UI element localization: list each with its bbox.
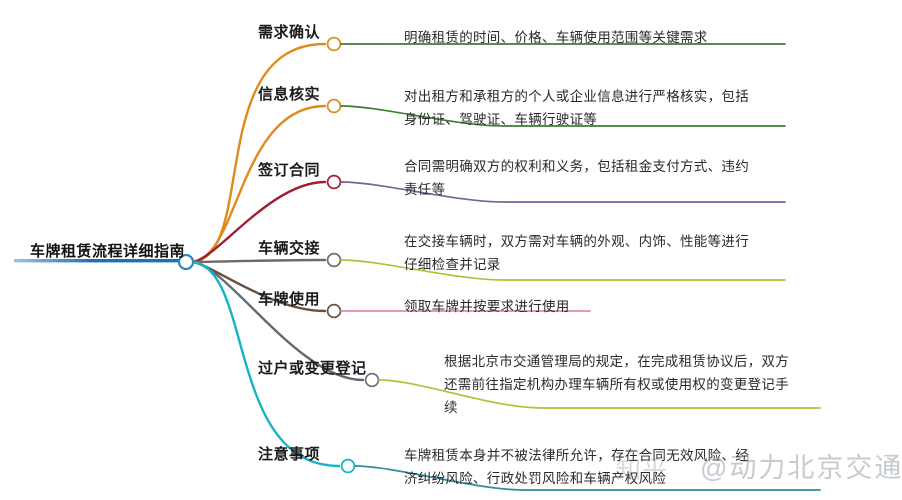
- branch-label-7[interactable]: 注意事项: [258, 446, 321, 463]
- branch-description-6: 根据北京市交通管理局的规定，在完成租赁协议后，双方 还需前往指定机构办理车辆所有…: [444, 354, 789, 415]
- branch-description-5: 领取车牌并按要求进行使用: [404, 299, 570, 314]
- branch-label-6[interactable]: 过户或变更登记: [258, 360, 367, 377]
- branch-underline-2: [340, 105, 786, 127]
- root-node-label: 车牌租赁流程详细指南: [30, 243, 186, 260]
- root-hub-circle: [177, 253, 195, 271]
- branch-description-4: 在交接车辆时，双方需对车辆的外观、内饰、性能等进行 仔细检查并记录: [404, 234, 749, 272]
- branch-description-7: 车牌租赁本身并不被法律所允许，存在合同无效风险、经 济纠纷风险、行政处罚风险和车…: [404, 448, 749, 486]
- branch-node-circle-6: [364, 372, 380, 388]
- root-underline: [14, 259, 186, 263]
- branch-node-circle-7: [340, 458, 356, 474]
- branch-node-circle-5: [326, 303, 342, 319]
- branch-underline-4: [340, 259, 786, 281]
- branch-node-circle-2: [326, 98, 342, 114]
- branch-label-4[interactable]: 车辆交接: [258, 240, 321, 257]
- branch-node-circle-3: [326, 174, 342, 190]
- branch-description-3: 合同需明确双方的权利和义务，包括租金支付方式、违约 责任等: [404, 159, 749, 197]
- branch-label-1[interactable]: 需求确认: [258, 24, 321, 41]
- branch-underline-7: [354, 465, 821, 491]
- branch-label-3[interactable]: 签订合同: [258, 162, 321, 179]
- branch-curve-4: [190, 258, 327, 264]
- branch-node-circle-1: [326, 36, 342, 52]
- branch-description-2: 对出租方和承租方的个人或企业信息进行严格核实，包括 身份证、驾驶证、车辆行驶证等: [404, 89, 749, 127]
- branch-label-5[interactable]: 车牌使用: [258, 291, 321, 308]
- branch-underline-3: [340, 181, 786, 203]
- branch-description-1: 明确租赁的时间、价格、车辆使用范围等关键需求: [404, 30, 708, 45]
- branch-label-2[interactable]: 信息核实: [258, 86, 321, 103]
- branch-curve-7: [190, 260, 341, 468]
- branch-node-circle-4: [326, 252, 342, 268]
- branch-underline-6: [378, 379, 821, 409]
- branch-curve-3: [190, 180, 327, 264]
